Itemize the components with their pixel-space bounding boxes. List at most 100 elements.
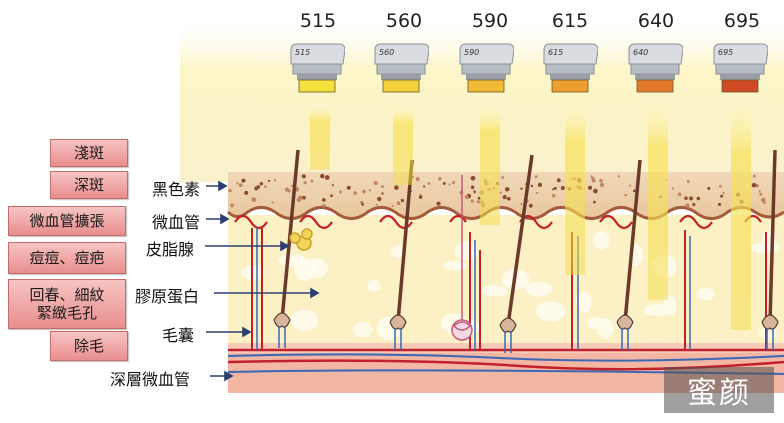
hair-follicles bbox=[273, 149, 779, 353]
wavelength-615: 615 bbox=[551, 10, 589, 32]
collagen-blob bbox=[303, 258, 329, 279]
collagen-blob bbox=[576, 291, 592, 313]
melanin-dot bbox=[380, 185, 384, 189]
melanin-dot bbox=[504, 187, 510, 192]
melanin-dot bbox=[689, 196, 694, 201]
melanin-dot bbox=[442, 182, 446, 185]
melanin-dot bbox=[632, 189, 636, 193]
melanin-dot bbox=[241, 178, 246, 183]
melanin-dot bbox=[330, 194, 333, 198]
light-beam-615 bbox=[565, 108, 585, 275]
light-beam-560 bbox=[393, 108, 413, 185]
melanin-dot bbox=[394, 185, 399, 190]
collagen-blob bbox=[290, 309, 319, 331]
melanin-dot bbox=[273, 179, 277, 182]
sebaceous-gland bbox=[289, 228, 313, 251]
melanin-dot bbox=[671, 187, 675, 190]
melanin-dot bbox=[322, 198, 326, 202]
filter-label: 615 bbox=[548, 48, 564, 57]
melanin-dot bbox=[228, 188, 232, 193]
hair-follicle bbox=[499, 154, 534, 353]
melanin-dot bbox=[473, 191, 476, 194]
melanin-dot bbox=[591, 178, 596, 183]
collagen-blob bbox=[353, 321, 373, 338]
filter-head-560: 560 bbox=[373, 42, 430, 96]
melanin-dot bbox=[301, 174, 306, 179]
melanin-dot bbox=[552, 194, 556, 198]
melanin-dot bbox=[763, 201, 766, 205]
light-beams bbox=[310, 108, 751, 330]
hair-follicle bbox=[389, 159, 414, 350]
sweat-gland bbox=[451, 175, 473, 341]
melanin-dot bbox=[368, 189, 372, 192]
melanin-dot bbox=[593, 200, 596, 204]
hair-follicle bbox=[273, 149, 300, 348]
melanin-dot bbox=[470, 185, 475, 190]
melanin-dot bbox=[470, 199, 474, 203]
label-deep-capillary: 深層微血管 bbox=[110, 370, 191, 389]
melanin-dot bbox=[346, 185, 351, 190]
collagen-blob bbox=[454, 241, 479, 261]
melanin-dot bbox=[553, 186, 557, 190]
label-sebaceous-gland: 皮脂腺 bbox=[146, 240, 195, 259]
collagen-blob bbox=[525, 281, 553, 297]
melanin-dot bbox=[707, 186, 711, 190]
epidermis-layer bbox=[228, 172, 784, 219]
melanin-dot bbox=[499, 191, 502, 194]
filter-label: 515 bbox=[295, 48, 311, 57]
melanin-dot bbox=[696, 196, 701, 201]
melanin-dot bbox=[244, 190, 249, 195]
wavelength-590: 590 bbox=[471, 10, 509, 32]
hair-follicle bbox=[616, 159, 642, 350]
melanin-dot bbox=[477, 196, 481, 200]
melanin-dot bbox=[427, 182, 431, 185]
melanin-dot bbox=[677, 192, 682, 197]
collagen-blob bbox=[481, 285, 508, 297]
melanin-dot bbox=[376, 203, 379, 206]
melanin-dot bbox=[692, 203, 696, 207]
filter-head-640: 640 bbox=[627, 42, 684, 96]
melanin-dot bbox=[310, 179, 314, 183]
collagen-blob bbox=[367, 280, 381, 292]
melanin-dot bbox=[331, 184, 334, 187]
melanin-dot bbox=[718, 202, 722, 206]
collagen-blob bbox=[241, 265, 266, 281]
filter-head-695: 695 bbox=[712, 42, 769, 96]
collagen-blob bbox=[593, 230, 610, 250]
light-beam-640 bbox=[648, 108, 668, 300]
melanin-dot bbox=[436, 201, 441, 206]
melanin-dot bbox=[629, 184, 632, 187]
category-acne: 痘痘、痘疤 bbox=[8, 242, 126, 274]
melanin-dot bbox=[758, 190, 761, 193]
melanin-dot bbox=[624, 193, 628, 197]
filter-head-590: 590 bbox=[458, 42, 515, 96]
melanin-dot bbox=[760, 197, 766, 203]
melanin-dot bbox=[718, 184, 722, 188]
deep-layer-top bbox=[228, 343, 784, 353]
melanin-dot bbox=[320, 173, 325, 179]
watermark-logo: 蜜颜 bbox=[664, 367, 774, 413]
melanin-dot bbox=[752, 174, 756, 178]
filter-label: 695 bbox=[718, 48, 734, 57]
label-capillary: 微血管 bbox=[152, 213, 201, 232]
collagen-blob bbox=[696, 288, 715, 301]
melanin-dot bbox=[423, 185, 426, 188]
melanin-dot bbox=[537, 182, 543, 187]
melanin-dot bbox=[590, 175, 593, 178]
light-beam-515 bbox=[310, 108, 330, 170]
melanin-dot bbox=[720, 194, 724, 198]
label-melanin: 黑色素 bbox=[152, 180, 201, 199]
melanin-dot bbox=[534, 175, 538, 179]
melanin-dot bbox=[271, 201, 274, 204]
melanin-dot bbox=[230, 203, 234, 208]
melanin-dot bbox=[396, 201, 401, 206]
melanin-dot bbox=[686, 179, 690, 183]
melanin-dot bbox=[530, 184, 534, 188]
filter-label: 590 bbox=[464, 48, 480, 57]
melanin-dot bbox=[520, 203, 523, 206]
melanin-dot bbox=[259, 182, 264, 186]
melanin-dot bbox=[415, 177, 420, 182]
melanin-dot bbox=[722, 191, 725, 195]
melanin-dot bbox=[502, 194, 507, 200]
